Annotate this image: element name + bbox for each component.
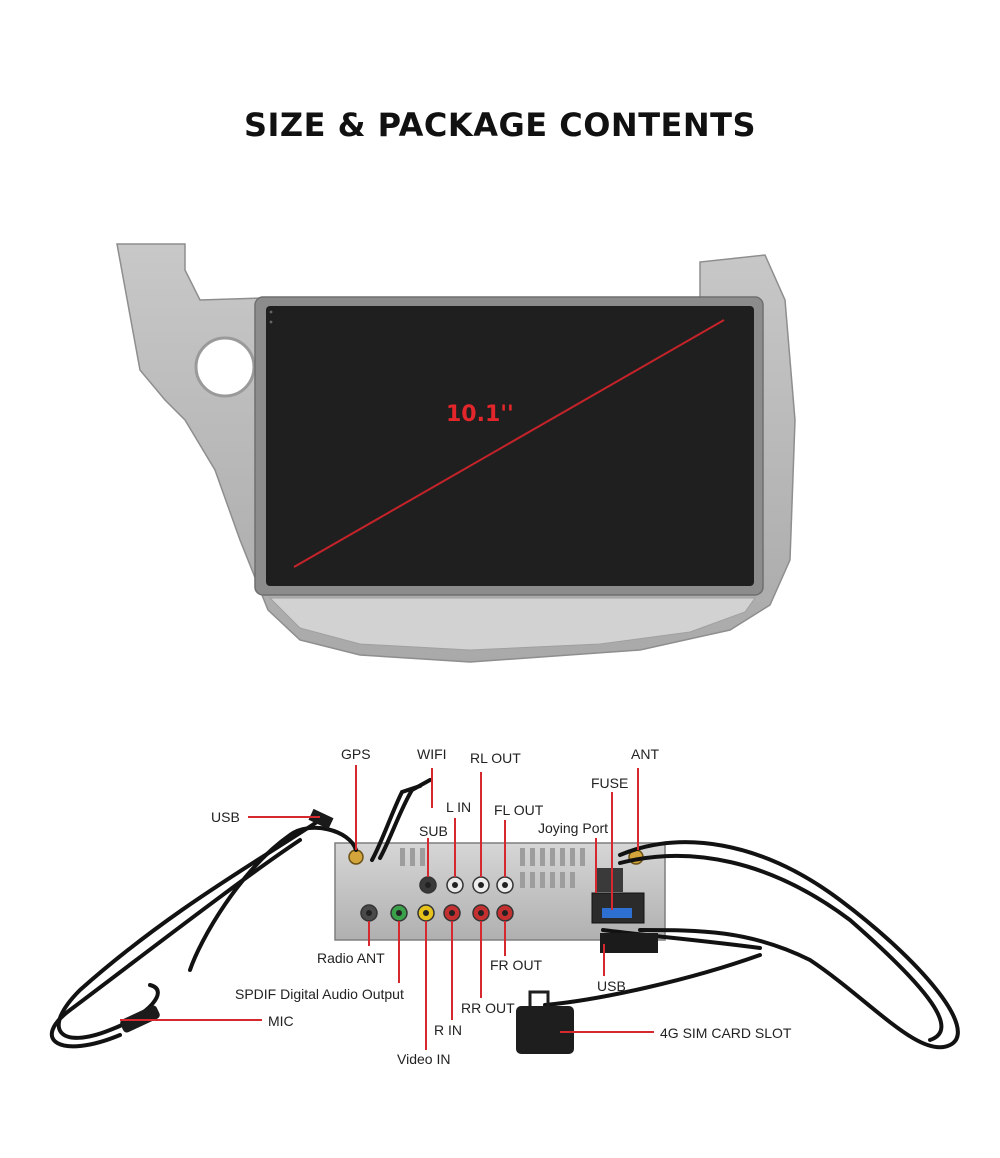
usb-left-plug xyxy=(308,808,334,830)
spdif-label: SPDIF Digital Audio Output xyxy=(235,986,404,1002)
gps-connector xyxy=(348,849,364,865)
sim-cable xyxy=(543,953,762,1007)
usb-right-label: USB xyxy=(597,978,626,994)
r-in-label: R IN xyxy=(434,1022,462,1038)
fl-out-label: FL OUT xyxy=(494,802,544,818)
video-in-label: Video IN xyxy=(397,1051,451,1067)
ant-label: ANT xyxy=(631,746,659,762)
gps-cable xyxy=(188,825,358,972)
fuse-block xyxy=(602,908,632,918)
mic-label: MIC xyxy=(268,1013,294,1029)
usb-right-plug xyxy=(600,933,658,953)
usb-left-label: USB xyxy=(211,809,240,825)
fr-out-label: FR OUT xyxy=(490,957,543,973)
wifi-label: WIFI xyxy=(417,746,447,762)
diagonal-line xyxy=(293,319,725,568)
sim-module xyxy=(516,1006,574,1054)
vent-ring xyxy=(194,336,256,398)
sim-slot-label: 4G SIM CARD SLOT xyxy=(660,1025,792,1041)
page-title: SIZE & PACKAGE CONTENTS xyxy=(243,106,757,144)
joying-port-label: Joying Port xyxy=(538,820,609,836)
gps-label: GPS xyxy=(341,746,371,762)
radio-ant-label: Radio ANT xyxy=(317,950,385,966)
screen-size-label: 10.1'' xyxy=(446,402,514,427)
rl-out-label: RL OUT xyxy=(470,750,521,766)
sub-label: SUB xyxy=(419,823,448,839)
right-cable xyxy=(618,840,960,1050)
display-screen xyxy=(266,306,754,586)
rr-out-label: RR OUT xyxy=(461,1000,515,1016)
fuse-label: FUSE xyxy=(591,775,629,791)
l-in-label: L IN xyxy=(446,799,472,815)
